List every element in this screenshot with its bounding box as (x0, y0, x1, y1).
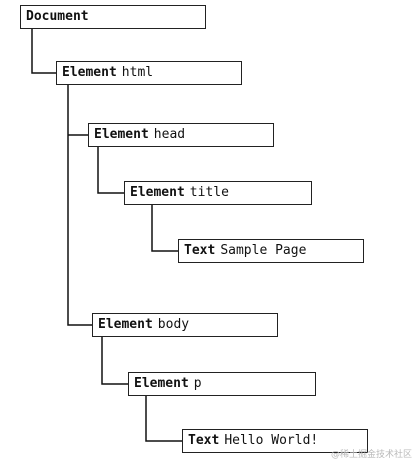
connector-document-html (31, 28, 58, 74)
node-name: title (189, 185, 229, 200)
node-kind: Document (26, 9, 89, 24)
node-kind: Text (188, 433, 220, 448)
node-element-p: Element p (128, 372, 316, 396)
node-name: body (157, 317, 190, 332)
node-element-body: Element body (92, 313, 278, 337)
connector-html-children (67, 85, 94, 326)
connector-title-text (151, 204, 180, 252)
node-kind: Element (94, 127, 149, 142)
watermark-text: @稀土掘金技术社区 (330, 450, 412, 460)
connector-body-p (101, 336, 130, 385)
node-name: head (153, 127, 186, 142)
connector-p-text (145, 395, 184, 442)
node-kind: Element (130, 185, 185, 200)
connector-head-title (97, 146, 126, 194)
node-name: p (193, 376, 202, 391)
node-text-sample-page: Text Sample Page (178, 239, 364, 263)
node-name: Sample Page (220, 243, 307, 258)
node-name: html (121, 65, 154, 80)
node-kind: Element (62, 65, 117, 80)
node-element-title: Element title (124, 181, 312, 205)
node-element-html: Element html (56, 61, 242, 85)
node-kind: Element (134, 376, 189, 391)
node-name: Hello World! (224, 433, 319, 448)
node-text-hello-world: Text Hello World! (182, 429, 368, 453)
node-kind: Text (184, 243, 216, 258)
node-element-head: Element head (88, 123, 274, 147)
node-kind: Element (98, 317, 153, 332)
node-document: Document (20, 5, 206, 29)
